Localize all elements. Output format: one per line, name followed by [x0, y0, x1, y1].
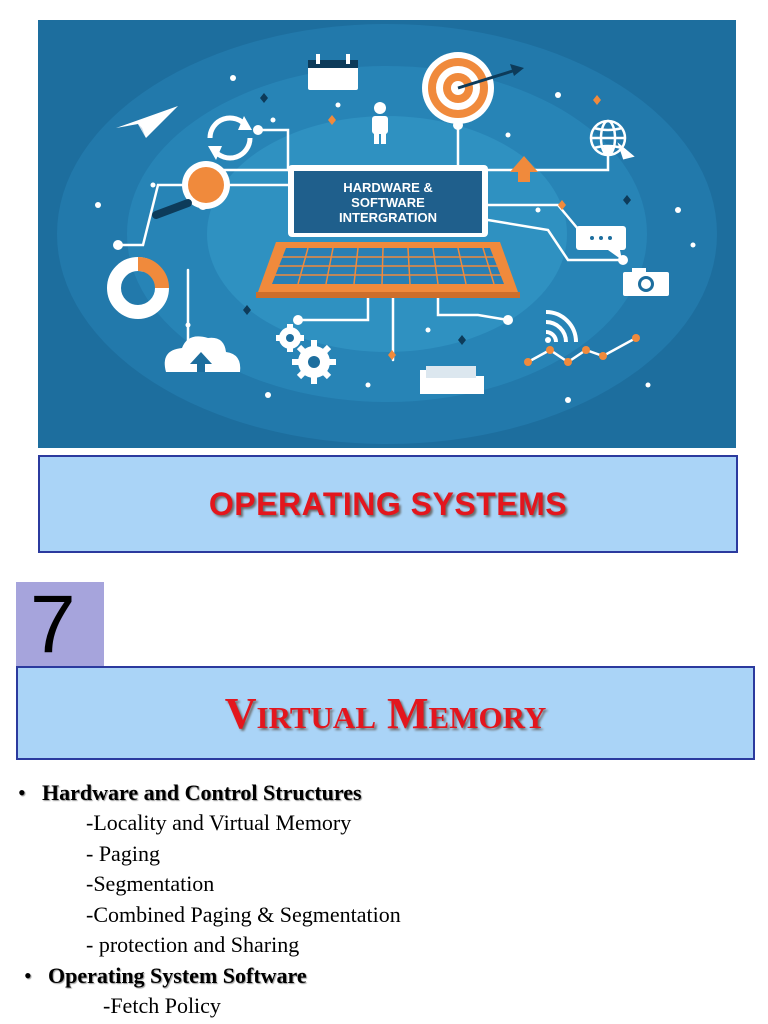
refresh-icon: [207, 115, 253, 161]
bullet-dot: •: [24, 962, 32, 988]
chapter-number-box: [16, 582, 104, 668]
outline-section-os-software: • Operating System Software: [18, 961, 758, 991]
wifi-icon: [545, 310, 578, 343]
globe-icon: [589, 119, 635, 160]
person-icon: [372, 102, 388, 144]
chapter-title-banner: Virtual Memory: [16, 666, 755, 760]
hardware-software-illustration: HARDWARE & SOFTWARE INTERGRATION: [57, 24, 717, 444]
outline-item: -Segmentation: [86, 871, 215, 896]
connector-lines: [116, 123, 625, 362]
outline-item: -Locality and Virtual Memory: [86, 810, 352, 835]
accent-sparkles: [133, 95, 601, 360]
outline-item: - Paging: [86, 840, 160, 866]
outline-item: - protection and Sharing: [86, 932, 300, 957]
cloud-upload-icon: [164, 336, 241, 372]
calendar-icon: [308, 54, 358, 90]
magnifier-icon: [152, 161, 230, 219]
laptop-screen-line-3: INTERGRATION: [339, 210, 437, 225]
folder-icon: [420, 366, 484, 394]
chapter-title: Virtual Memory: [224, 688, 547, 738]
laptop-icon: HARDWARE & SOFTWARE INTERGRATION: [256, 165, 520, 298]
outline-section-title: Hardware and Control Structures: [42, 780, 362, 805]
course-title-banner: OPERATING SYSTEMS: [38, 455, 738, 553]
outline-section-hardware: • Hardware and Control Structures: [18, 778, 758, 808]
line-graph-icon: [524, 334, 640, 366]
course-title: OPERATING SYSTEMS: [208, 485, 568, 522]
outline-item: -Fetch Policy: [103, 992, 221, 1018]
laptop-screen-line-2: SOFTWARE: [351, 195, 425, 210]
chapter-number: 7: [30, 579, 76, 670]
target-icon: [422, 52, 524, 124]
outline-item: -Combined Paging & Segmentation: [86, 901, 401, 927]
donut-chart-icon: [107, 257, 169, 319]
sparkles: [95, 75, 696, 403]
paper-plane-icon: [116, 106, 178, 138]
chapter-outline: • Hardware and Control Structures -Locali…: [18, 778, 758, 1021]
chat-bubble-icon: [576, 226, 626, 260]
laptop-screen-line-1: HARDWARE &: [343, 180, 433, 195]
up-arrow-icon: [510, 156, 538, 182]
outline-section-title: Operating System Software: [48, 962, 307, 988]
camera-icon: [623, 268, 669, 296]
bullet-dot: •: [18, 780, 26, 805]
hero-illustration: HARDWARE & SOFTWARE INTERGRATION: [38, 20, 736, 448]
gears-icon: [276, 324, 336, 384]
dark-sparkles: [243, 93, 631, 345]
